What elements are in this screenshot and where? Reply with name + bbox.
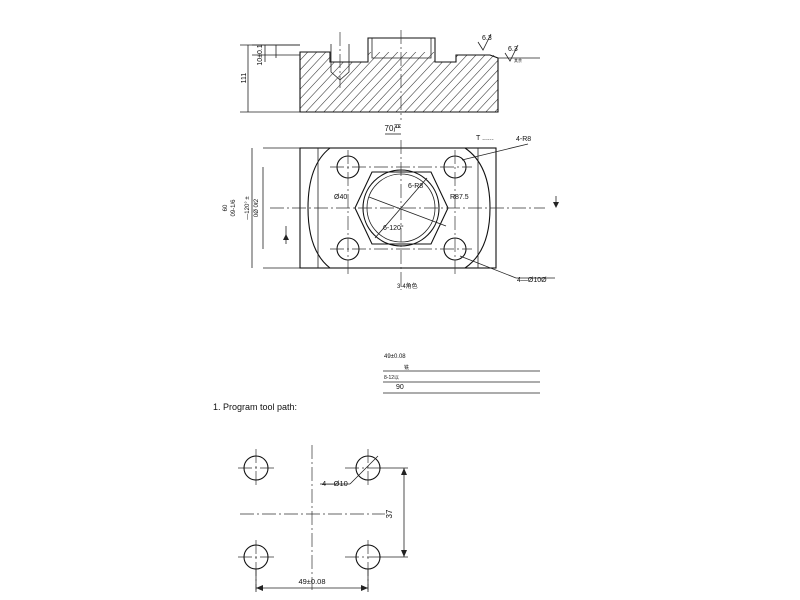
height-dim: 111 <box>241 73 248 84</box>
section-hatching <box>300 40 625 115</box>
hatch-line <box>410 52 482 112</box>
hatch-line <box>510 40 580 115</box>
hatch-lines <box>300 40 625 115</box>
hatch-line <box>473 52 498 112</box>
plan-top-label: 70严 <box>385 124 402 133</box>
hatch-line <box>428 52 498 112</box>
corner-radius-label: 4-R8 <box>516 136 531 143</box>
roughness-value-2: 6.3 <box>508 46 518 53</box>
hatch-line <box>491 52 498 112</box>
hole-callout-leader <box>459 255 517 279</box>
hatch-line <box>320 52 392 112</box>
angle-dim: 6-120° <box>383 224 404 232</box>
left-dim-a: 60 <box>223 204 229 211</box>
hatch-line <box>419 52 491 112</box>
tool-hole-callout: 4—Ø10 <box>322 479 348 488</box>
hatch-line <box>537 40 607 115</box>
hatch-line <box>300 52 356 112</box>
horizontal-dim: 49±0.08 <box>298 577 325 586</box>
hatch-line <box>374 52 446 112</box>
plan-t-label: T ...... <box>476 135 494 142</box>
roughness-note: 其余 <box>514 57 522 63</box>
hatch-line <box>356 52 428 112</box>
bottom-label: 3-4角色 <box>397 282 418 290</box>
hatch-line <box>302 52 374 112</box>
hatch-line <box>311 52 383 112</box>
radius-dim: R87.5 <box>450 194 469 201</box>
roughness-symbol-2 <box>504 44 519 62</box>
hatch-line <box>482 52 498 112</box>
hatch-line <box>300 52 347 112</box>
table-row1: 49±0.08 <box>384 354 406 360</box>
hatch-line <box>455 52 498 112</box>
section-view: 111 10±0.1 6.3 6.3 其余 <box>240 30 625 120</box>
dimension-table: 49±0.08 铣 8-12以 90 <box>383 354 540 394</box>
hatch-line <box>528 40 598 115</box>
hatch-line <box>338 52 410 112</box>
chamfer-dim: 6-R8 <box>408 183 423 190</box>
hatch-line <box>401 52 473 112</box>
table-row3: 8-12以 <box>384 375 399 381</box>
hatch-line <box>300 52 338 112</box>
hatch-line <box>329 52 401 112</box>
table-row2: 铣 <box>404 364 409 371</box>
boss-outline <box>307 147 491 269</box>
depth-dim: 10±0.1 <box>257 44 264 65</box>
plan-view: 70严 T ...... 4-R8 <box>223 124 559 290</box>
hatch-line <box>519 40 589 115</box>
roughness-symbol-1 <box>477 33 492 51</box>
hole-callout: 4—Ø10Ø <box>517 277 547 284</box>
hatch-line <box>446 52 498 112</box>
radius-leader <box>461 143 529 161</box>
hatch-line <box>555 40 625 115</box>
roughness-value-1: 6.3 <box>482 35 492 42</box>
left-dim-d: 0Ø 0ℓ2 <box>253 198 260 217</box>
left-dim-b: 09-1/6 <box>231 199 237 217</box>
left-dim-c: —120° ± <box>245 196 251 220</box>
section-outline <box>299 37 499 113</box>
hatch-line <box>383 52 455 112</box>
tool-hole-leader <box>349 455 379 485</box>
vertical-dim: 37 <box>385 509 394 518</box>
step-title: 1. Program tool path: <box>213 402 298 412</box>
hatch-line <box>546 40 616 115</box>
hatch-line <box>464 52 498 112</box>
table-row4: 90 <box>396 384 404 391</box>
hatch-line <box>300 52 329 112</box>
hatch-line <box>300 52 365 112</box>
hole-dim: Ø40 <box>334 194 347 201</box>
hatch-line <box>347 52 419 112</box>
section-pocket <box>367 38 436 62</box>
tool-path-diagram: 4—Ø10 37 49±0.08 <box>238 445 408 592</box>
hatch-line <box>392 52 464 112</box>
tool-hole <box>243 455 269 481</box>
